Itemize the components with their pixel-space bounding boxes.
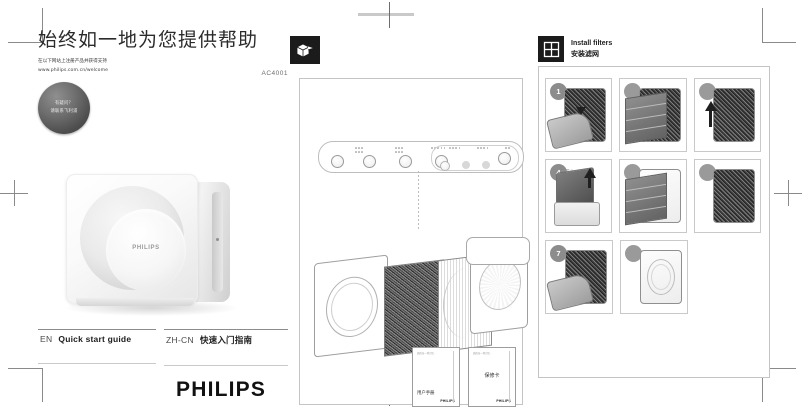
unit-assembled-8 <box>640 250 682 304</box>
contact-badge-line2: 请联系飞利浦 <box>50 109 78 114</box>
language-name-en: Quick start guide <box>58 334 132 344</box>
step-cell-2 <box>619 78 687 152</box>
install-filters-header: Install filters 安装滤网 <box>538 36 612 62</box>
product-dish: PHILIPS <box>106 209 186 291</box>
product-base <box>76 298 194 306</box>
step-badge-8 <box>625 245 642 262</box>
exploded-top-cover <box>466 237 530 265</box>
contact-badge[interactable]: 有疑问？ 请联系飞利浦 <box>38 82 90 134</box>
booklet-user-manual: 始终如一地为您... 用户手册 PHILIPS <box>412 347 460 407</box>
step-number-1: 1 <box>550 83 567 100</box>
language-code-zh: ZH-CN <box>166 335 194 345</box>
timer-button[interactable] <box>399 155 412 168</box>
callout-leader-line <box>418 171 419 231</box>
step-cell-5 <box>619 159 687 233</box>
step-row-3: 7 8 9 <box>545 240 761 314</box>
step-row-1: 1 2 3 <box>545 78 761 152</box>
filter-inserting-5 <box>625 172 668 226</box>
booklet-label-1: 用户手册 <box>417 391 435 396</box>
step-cell-7: 7 8 9 <box>545 240 613 314</box>
arrow-up-3 <box>704 101 717 111</box>
control-panel-illustration <box>318 141 524 173</box>
model-number: AC4001 <box>261 70 288 77</box>
crop-mark-top-right <box>752 8 796 52</box>
product-logo: PHILIPS <box>132 245 160 251</box>
booklets-illustration: 始终如一地为您... 用户手册 PHILIPS 始终如一地为您... 保修卡 P… <box>412 347 516 407</box>
install-filters-title-en: Install filters <box>571 39 613 47</box>
install-filters-panel: Install filters 安装滤网 1 2 3 <box>538 36 776 378</box>
support-url[interactable]: www.philips.com.cn/welcome <box>38 67 109 73</box>
install-steps-grid: 1 2 3 <box>545 78 761 321</box>
arrow-up-4 <box>584 168 596 178</box>
child-lock-button[interactable] <box>498 152 511 165</box>
language-name-zh: 快速入门指南 <box>199 336 253 346</box>
step-badge-3 <box>698 83 716 100</box>
support-line: 在以下网站上注册产品并获得支持 <box>38 58 107 64</box>
indicator-group <box>431 145 519 171</box>
power-button[interactable] <box>331 155 344 168</box>
step-row-2: 4 5 6 <box>545 159 761 233</box>
booklet-header-2: 始终如一地为您... <box>473 352 492 355</box>
exploded-carbon-filter <box>384 259 444 357</box>
language-block-en: EN Quick start guide <box>38 329 156 364</box>
indicator-lamp-1 <box>440 161 450 171</box>
step-cell-3 <box>693 78 761 152</box>
unpack-box-icon <box>290 36 320 64</box>
indicator-lamp-3 <box>482 161 490 169</box>
fan-speed-button[interactable] <box>363 155 376 168</box>
crop-mark-right-mid <box>772 178 802 208</box>
filter-grid-icon <box>538 36 564 62</box>
exploded-view-illustration <box>314 237 530 359</box>
contact-badge-line1: 有疑问？ <box>55 101 73 107</box>
crop-mark-bottom-left <box>8 358 52 402</box>
booklet-warranty-card: 始终如一地为您... 保修卡 PHILIPS <box>468 347 516 407</box>
product-ring: PHILIPS <box>80 186 186 291</box>
language-code-en: EN <box>40 334 53 344</box>
step-number-7: 7 <box>550 245 567 262</box>
brand-logo: PHILIPS <box>176 378 267 401</box>
step-badge-6 <box>698 164 716 181</box>
product-body: PHILIPS <box>66 174 198 304</box>
step-cell-4: 4 5 6 <box>545 159 613 233</box>
arrow-down-1 <box>576 107 586 115</box>
support-subtitle: 在以下网站上注册产品并获得支持 www.philips.com.cn/welco… <box>38 58 288 75</box>
booklet-logo-1: PHILIPS <box>440 399 455 403</box>
exploded-front-panel <box>314 254 388 358</box>
booklet-title-2: 保修卡 <box>484 373 500 379</box>
step-cell-empty <box>695 240 761 312</box>
arrow-stem-3 <box>708 109 712 127</box>
step-cell-6 <box>693 159 761 233</box>
crop-mark-left-mid <box>0 178 30 208</box>
step-cell-8 <box>620 240 688 314</box>
filter-holder-4 <box>554 202 600 226</box>
page-title: 始终如一地为您提供帮助 <box>38 29 259 51</box>
registration-mark-top <box>358 2 414 28</box>
crop-mark-top-left <box>8 8 52 52</box>
product-photo: PHILIPS <box>60 168 240 323</box>
unpacking-frame: 始终如一地为您... 用户手册 PHILIPS 始终如一地为您... 保修卡 P… <box>299 78 530 407</box>
unit-open-3 <box>712 88 755 142</box>
filter-lifted-2 <box>625 91 668 145</box>
booklet-header-1: 始终如一地为您... <box>417 352 436 355</box>
unpacking-panel: 始终如一地为您... 用户手册 PHILIPS 始终如一地为您... 保修卡 P… <box>290 36 530 407</box>
unit-seated-6 <box>712 169 755 223</box>
arrow-stem-4 <box>588 176 591 188</box>
cover-panel: 始终如一地为您提供帮助 在以下网站上注册产品并获得支持 www.philips.… <box>38 29 288 401</box>
step-cell-1: 1 2 3 <box>545 78 613 152</box>
language-block-zh: ZH-CN 快速入门指南 <box>164 329 288 366</box>
indicator-lamp-2 <box>462 161 470 169</box>
install-filters-title-cn: 安装滤网 <box>571 50 599 58</box>
booklet-logo-2: PHILIPS <box>496 399 511 403</box>
crop-mark-bottom-right <box>752 358 796 402</box>
